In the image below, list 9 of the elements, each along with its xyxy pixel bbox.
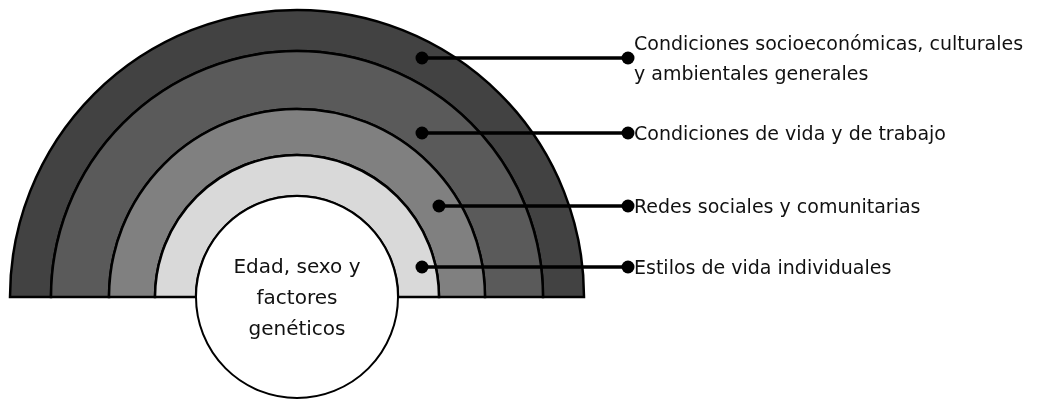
ring-label: Condiciones socioeconómicas, culturales y ambientales generales: [628, 28, 1034, 88]
ring-label: Estilos de vida individuales: [628, 252, 892, 282]
circle-label: Edad, sexo y factores genéticos: [232, 252, 362, 342]
ring-label: Condiciones de vida y de trabajo: [628, 118, 946, 148]
leader-line: [415, 51, 635, 65]
leader-line: [415, 260, 635, 274]
ring-label: Redes sociales y comunitarias: [628, 191, 921, 221]
leader-line: [432, 199, 635, 213]
leader-line: [415, 126, 635, 140]
